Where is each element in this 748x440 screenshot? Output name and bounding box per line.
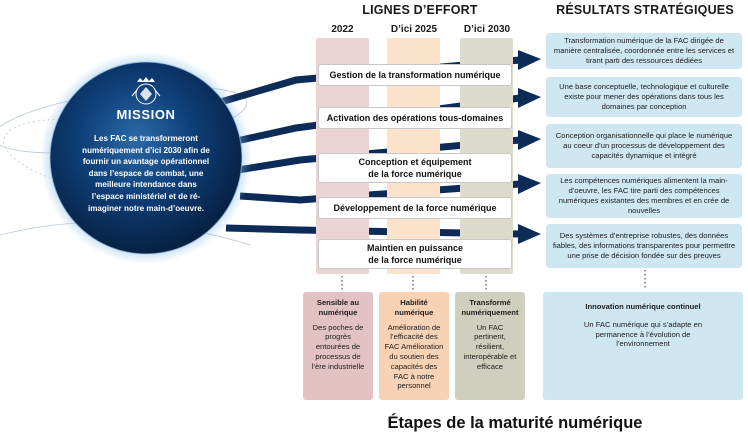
effort-box-digital-transformation: Gestion de la transformation numérique (318, 64, 512, 86)
stage-body: Amélioration de l’efficacité des FAC Amé… (384, 322, 444, 391)
era-label-2025: D’ici 2025 (390, 24, 438, 35)
era-label-2022: 2022 (331, 24, 354, 35)
maturity-stages-title: Étapes de la maturité numérique (387, 414, 643, 432)
effort-box-force-development: Développement de la force numérique (318, 197, 512, 219)
arrow-heads (518, 50, 541, 244)
stage-body: Un FAC pertinent, résilient, interopérab… (463, 322, 517, 371)
mission-title: MISSION (116, 107, 176, 122)
stage-box-continuous-innovation: Innovation numérique continuel Un FAC nu… (543, 292, 743, 400)
stage-title: Innovation numérique continuel (585, 302, 701, 311)
result-box-5: Des systèmes d’entreprise robustes, des … (546, 224, 742, 268)
stage-title: Sensible au numérique (316, 298, 360, 317)
stage-box-digitally-enabled: Habilité numérique Amélioration de l’eff… (379, 292, 449, 400)
effort-box-all-domain-operations: Activation des opérations tous-domaines (318, 107, 512, 129)
effort-box-sustainment: Maintien en puissance de la force numéri… (318, 239, 512, 269)
stage-box-digitally-transformed: Transformé numériquement Un FAC pertinen… (455, 292, 525, 400)
stage-title: Habilité numérique (394, 298, 434, 317)
stage-title: Transformé numériquement (461, 298, 519, 317)
lines-of-effort-heading: LIGNES D’EFFORT (362, 3, 478, 17)
mission-text: Les FAC se transformeront numériquement … (82, 134, 210, 213)
result-box-1: Transformation numérique de la FAC dirig… (546, 33, 742, 69)
mission-globe (40, 52, 252, 264)
result-box-3: Conception organisationnelle qui place l… (546, 124, 742, 168)
result-box-2: Une base conceptuelle, technologique et … (546, 77, 742, 117)
era-label-2030: D’ici 2030 (463, 24, 511, 35)
stage-body: Un FAC numérique qui s’adapte en permane… (583, 319, 703, 349)
stage-body: Des poches de progrès entourées de proce… (311, 322, 365, 371)
result-box-4: Les compétences numériques alimentent la… (546, 174, 742, 218)
stage-box-digitally-aware: Sensible au numérique Des poches de prog… (303, 292, 373, 400)
dotted-connectors (341, 270, 646, 290)
strategic-results-heading: RÉSULTATS STRATÉGIQUES (556, 3, 734, 17)
crest-icon (131, 77, 161, 105)
effort-box-design-equip: Conception et équipement de la force num… (318, 153, 512, 183)
